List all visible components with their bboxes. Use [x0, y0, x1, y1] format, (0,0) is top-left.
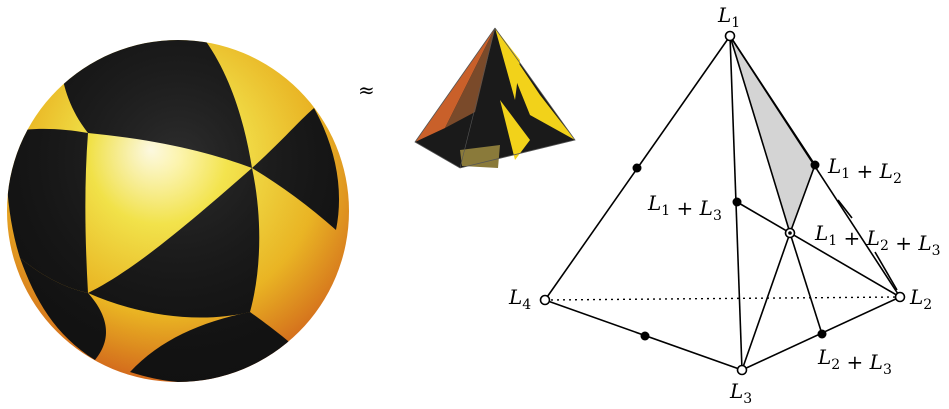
small-pyramid-yellow-top [495, 28, 520, 100]
small-pyramid [414, 27, 576, 169]
point-l2-plus-l3 [817, 329, 827, 339]
midpoint-dots [632, 160, 827, 341]
label-l2: L2 [909, 285, 932, 313]
line-center-to-l3 [741, 232, 791, 371]
vertex-l3 [736, 364, 748, 376]
tetrahedron-diagram [539, 30, 906, 376]
small-pyramid-edge [459, 27, 496, 169]
label-l4: L4 [508, 285, 531, 313]
small-pyramid-yellow-low [500, 100, 530, 160]
point-l1-plus-l3 [732, 197, 742, 207]
shaded-face [729, 35, 816, 236]
center-point-dot [788, 231, 792, 235]
point-l1-plus-l2 [810, 160, 820, 170]
line-center-to-l2l3 [789, 232, 823, 335]
small-pyramid-orange-mid [445, 28, 495, 128]
vertex-circles [539, 30, 906, 376]
midpoint-l4-l3 [640, 331, 650, 341]
sphere [7, 40, 349, 382]
hidden-edge-l4-l2 [544, 296, 901, 301]
label-l1-plus-l2: L1 + L2 [827, 154, 902, 187]
leader-l1l2l3 [837, 199, 853, 219]
midpoint-l1-l4 [632, 163, 642, 173]
leader-l2 [874, 251, 898, 291]
label-l2-plus-l3: L2 + L3 [817, 345, 892, 378]
small-pyramid-base [415, 28, 575, 168]
small-pyramid-yellow-right [495, 28, 575, 140]
line-l1l3-to-l2 [736, 201, 901, 298]
label-l3: L3 [729, 379, 752, 407]
label-l1: L1 [717, 3, 740, 31]
vertex-l4 [539, 294, 551, 306]
label-l1-plus-l2-plus-l3: L1 + L2 + L3 [814, 221, 941, 259]
vertex-l2 [894, 291, 906, 303]
approx-symbol: ≈ [358, 78, 375, 102]
sphere-highlight [7, 40, 349, 382]
small-pyramid-olive [460, 145, 500, 168]
vertex-l1 [724, 30, 736, 42]
label-l1-plus-l3: L1 + L3 [647, 191, 722, 224]
